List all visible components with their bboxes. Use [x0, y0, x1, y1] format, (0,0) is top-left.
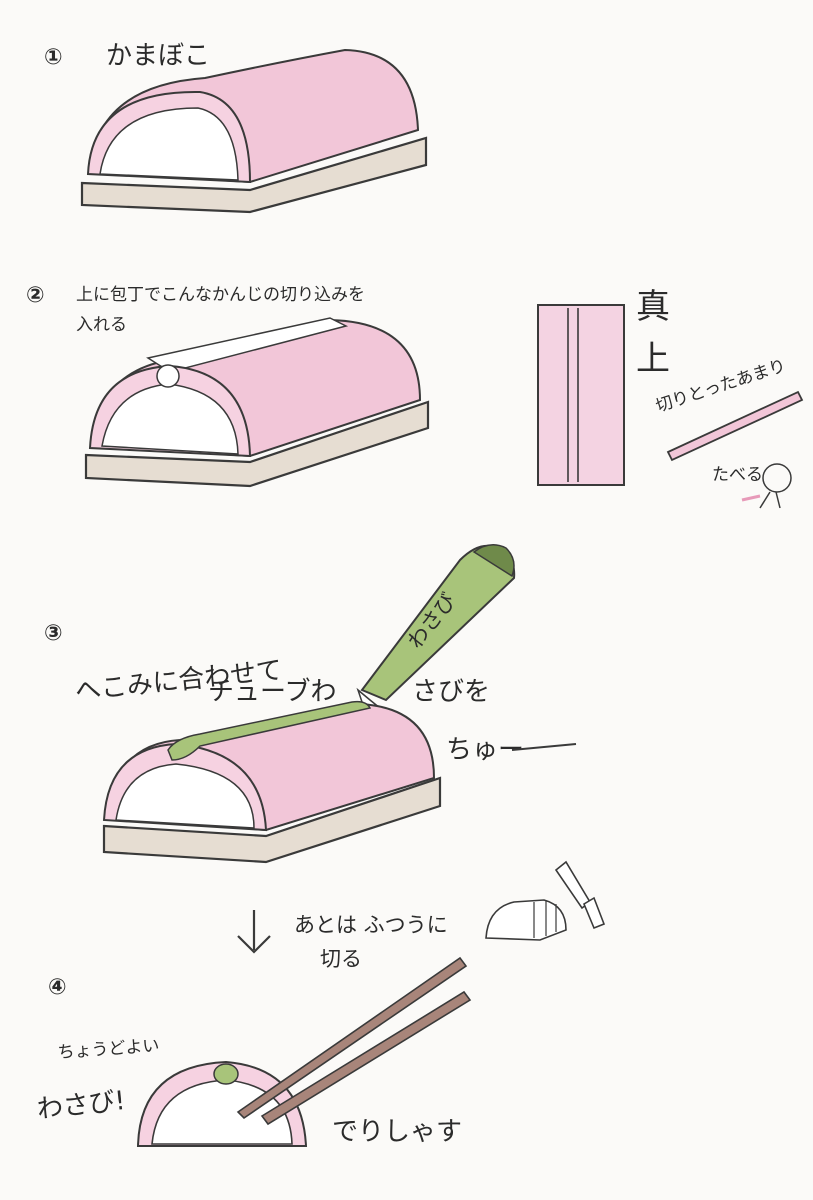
step-3-label-line4: ちゅー — [446, 735, 524, 765]
chopstick-2 — [260, 990, 472, 1126]
step-4-number: ④ — [48, 975, 67, 1000]
kamaboko-front-inner — [99, 107, 239, 181]
side-view-diagram: 真 上 — [537, 287, 670, 486]
leftover-strip — [666, 390, 804, 462]
step-2-label-line1: 上に包丁でこんなかんじの切り込みを — [76, 285, 365, 305]
chopsticks — [236, 956, 472, 1126]
side-view-label-1: 真 — [636, 287, 670, 327]
sliced-kamaboko-icon — [485, 899, 567, 941]
tube-cap — [472, 544, 515, 578]
step-3-number: ③ — [44, 621, 63, 646]
chopstick-1 — [236, 956, 468, 1120]
eater-strip — [741, 494, 761, 502]
eater-body-b — [775, 491, 781, 509]
kamaboko-slice — [136, 1060, 308, 1147]
kamaboko-front-inner — [115, 763, 255, 829]
eater-head — [762, 463, 792, 493]
kamaboko-cut — [84, 317, 430, 488]
arrow-head — [237, 935, 271, 954]
step-2-number: ② — [26, 283, 45, 308]
eater-body-a — [759, 491, 771, 509]
step-3-label-line3: さびを — [412, 677, 490, 707]
kamaboko-whole — [80, 48, 428, 214]
knife-icon — [554, 860, 606, 930]
step-2-label-line2: 入れる — [76, 315, 127, 335]
arrow-note: あとは ふつうに 切る — [237, 860, 606, 971]
wasabi-line — [167, 700, 372, 761]
arrow-note-line1: あとは ふつうに — [294, 913, 448, 937]
sliced-body — [485, 899, 567, 941]
step-2: ② 上に包丁でこんなかんじの切り込みを 入れる 真 上 切りとったあまり たべる — [26, 283, 804, 509]
knife-blade — [554, 860, 592, 910]
step-1: ① かまぼこ — [44, 41, 428, 214]
leftover-diagram: 切りとったあまり たべる — [653, 356, 804, 509]
final-label-2: わさび! — [36, 1086, 127, 1125]
final-label-1: ちょうどよい — [57, 1036, 160, 1063]
leftover-label-2: たべる — [712, 465, 763, 485]
wasabi-dot — [213, 1063, 239, 1085]
kamaboko-with-wasabi — [102, 700, 442, 864]
board-block — [80, 136, 428, 214]
board-block — [84, 400, 430, 488]
final-label-3: でりしゃす — [332, 1117, 462, 1147]
board-block — [102, 776, 442, 864]
knife-handle — [582, 896, 606, 930]
cut-notch — [156, 364, 180, 388]
arrow-note-line2: 切る — [320, 947, 362, 971]
chuu-line — [511, 743, 577, 751]
step-3-label-line2: チューブわ — [208, 677, 336, 707]
step-4: ④ ちょうどよい わさび! でりしゃす — [36, 956, 472, 1147]
side-view-label-2: 上 — [636, 339, 670, 379]
step-1-label: かまぼこ — [106, 41, 210, 71]
step-1-number: ① — [44, 45, 63, 70]
step-3: ③ へこみに合わせて チューブわ さびを ちゅー わさび — [44, 544, 577, 864]
top-view-rect — [537, 304, 625, 486]
